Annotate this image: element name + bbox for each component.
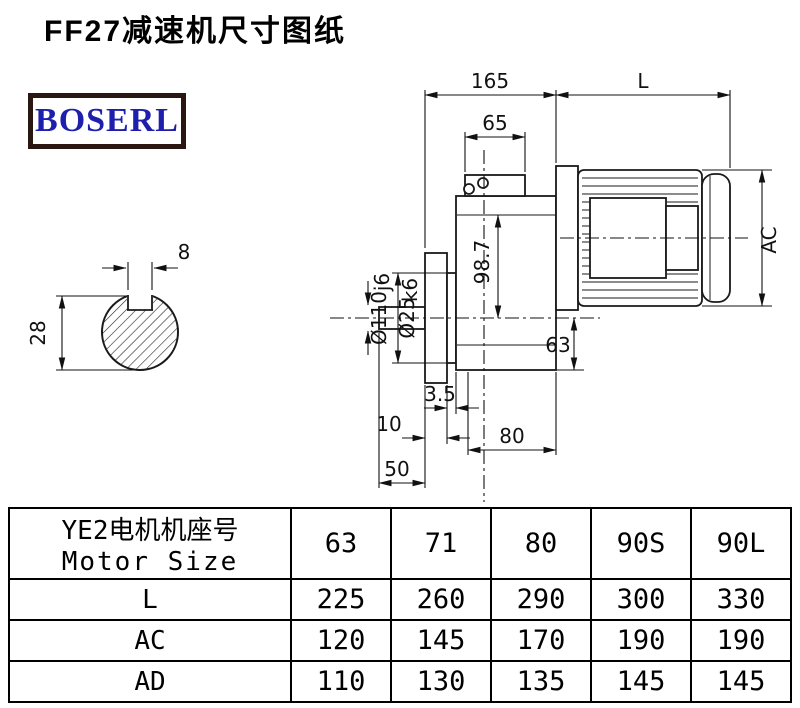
dim-label-10: 10: [376, 412, 401, 436]
dim-label-65: 65: [482, 111, 507, 135]
table-row-AD: AD 110 130 135 145 145: [8, 660, 792, 703]
cell-L-71: 260: [390, 578, 492, 621]
dim-label-50: 50: [384, 457, 409, 481]
row-label-AC: AC: [8, 619, 292, 662]
dim-label-shaft-tol: k6: [398, 278, 422, 302]
table-row-AC: AC 120 145 170 190 190: [8, 619, 792, 662]
column-71: 71: [390, 507, 492, 580]
row-label-L: L: [8, 578, 292, 621]
dim-label-28: 28: [26, 320, 50, 345]
cell-AC-90L: 190: [690, 619, 792, 662]
dim-label-63: 63: [545, 333, 570, 357]
cell-L-80: 290: [490, 578, 592, 621]
cell-L-63: 225: [290, 578, 392, 621]
column-63: 63: [290, 507, 392, 580]
cell-AD-63: 110: [290, 660, 392, 703]
dim-label-165: 165: [471, 69, 509, 93]
table-header-row: YE2电机机座号 Motor Size 63 71 80 90S 90L: [8, 507, 792, 580]
dim-label-8: 8: [178, 240, 191, 264]
dimension-table: YE2电机机座号 Motor Size 63 71 80 90S 90L L 2…: [8, 507, 792, 703]
motor-size-header-en: Motor Size: [61, 547, 239, 577]
row-label-AD: AD: [8, 660, 292, 703]
dim-label-shaft-dia: Ø25: [395, 297, 419, 338]
dim-label-3-5: 3.5: [424, 382, 456, 406]
column-90S: 90S: [590, 507, 692, 580]
column-80: 80: [490, 507, 592, 580]
cell-AD-80: 135: [490, 660, 592, 703]
cell-L-90L: 330: [690, 578, 792, 621]
cell-AC-63: 120: [290, 619, 392, 662]
cell-L-90S: 300: [590, 578, 692, 621]
dim-label-80: 80: [499, 424, 524, 448]
keyway-notch: [127, 288, 153, 310]
page-title: FF27减速机尺寸图纸: [44, 15, 347, 48]
cell-AD-90S: 145: [590, 660, 692, 703]
centerlines: [330, 150, 748, 502]
motor-size-header: YE2电机机座号 Motor Size: [8, 507, 292, 580]
cell-AD-90L: 145: [690, 660, 792, 703]
shaft-cross-section: [101, 288, 179, 371]
column-90L: 90L: [690, 507, 792, 580]
cell-AD-71: 130: [390, 660, 492, 703]
cell-AC-71: 145: [390, 619, 492, 662]
gearbox-housing: [455, 174, 557, 371]
dim-label-flange-tol: j6: [370, 273, 394, 292]
motor-size-header-cn: YE2电机机座号: [61, 516, 239, 546]
cell-AC-90S: 190: [590, 619, 692, 662]
dim-label-AC: AC: [757, 226, 781, 253]
table-row-L: L 225 260 290 300 330: [8, 578, 792, 621]
boserl-logo: BOSERL: [28, 93, 186, 149]
dim-label-98-7: 98.7: [470, 240, 494, 285]
dimensions: 165 L 65 AC 98.7 Ø110 j6 Ø25: [26, 69, 781, 488]
dim-label-L: L: [637, 69, 649, 93]
boserl-logo-text: BOSERL: [35, 102, 179, 139]
cell-AC-80: 170: [490, 619, 592, 662]
